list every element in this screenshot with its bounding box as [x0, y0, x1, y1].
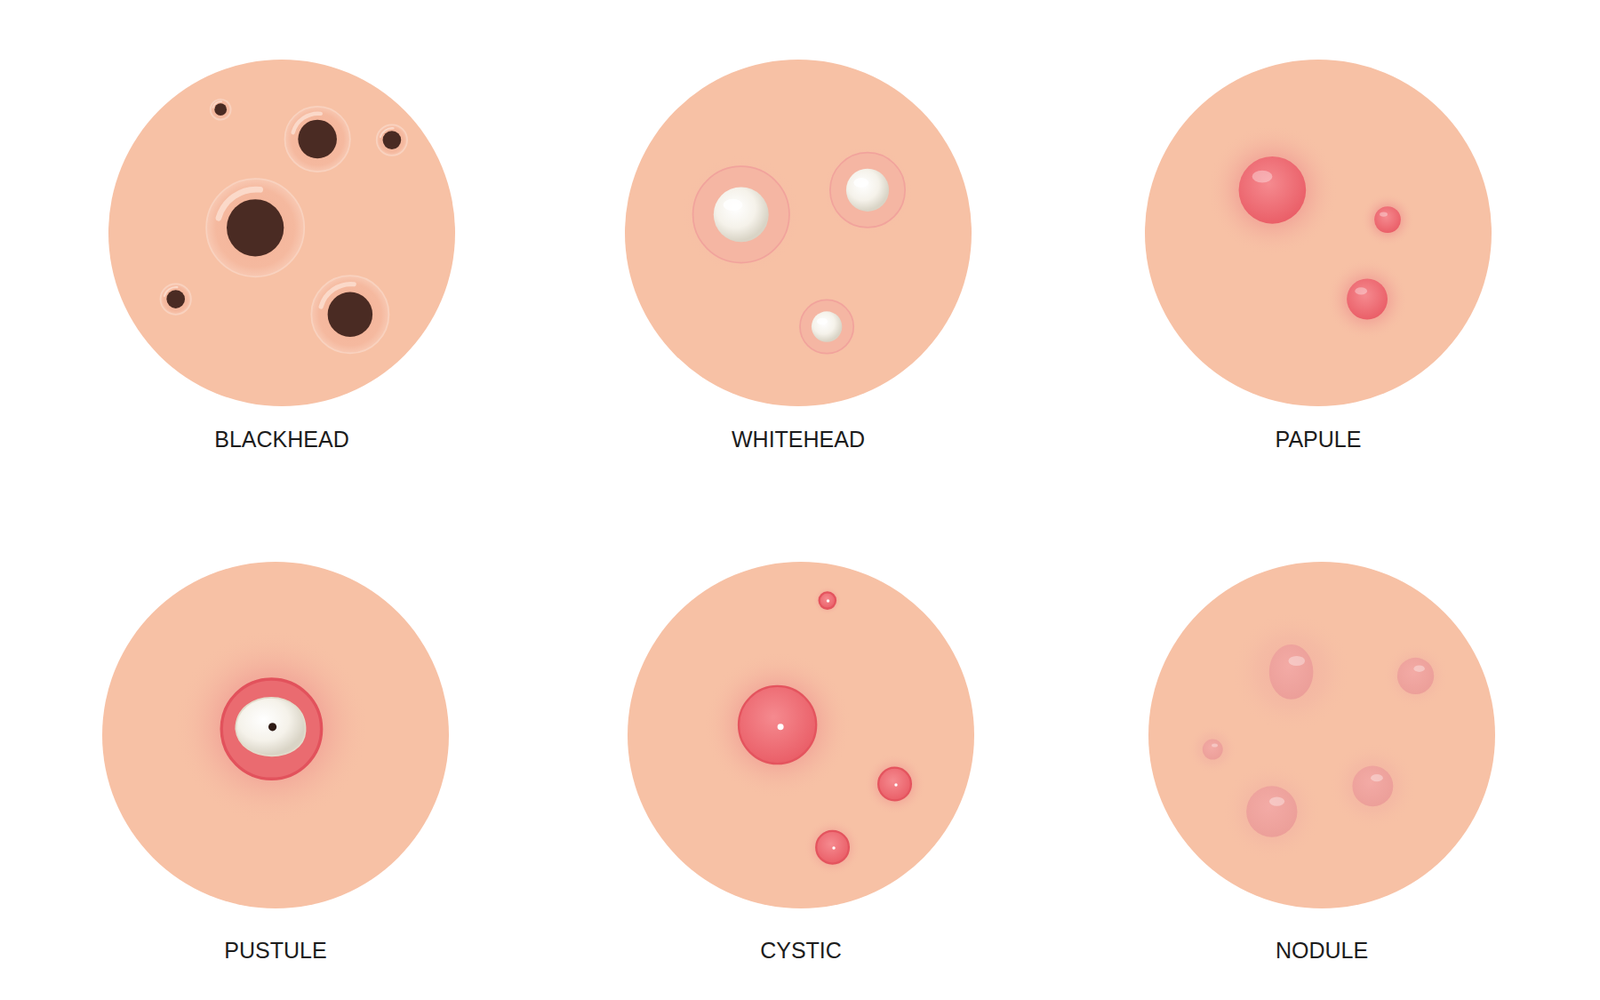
pus-head	[235, 697, 305, 756]
blackhead-dot	[328, 292, 373, 337]
halo	[803, 818, 861, 876]
halo	[813, 586, 842, 616]
pore-ring	[210, 99, 232, 120]
bump	[830, 152, 905, 228]
papule-bump	[1346, 279, 1388, 320]
cyst-pore	[826, 599, 830, 602]
nodule-bump	[1397, 657, 1434, 695]
blackhead-dot	[383, 130, 402, 150]
halo	[1207, 124, 1338, 256]
cyst-bump	[816, 831, 849, 864]
acne-type-panel: BLACKHEAD	[99, 59, 464, 456]
skin-illustration	[108, 59, 456, 407]
halo	[1188, 725, 1238, 775]
papule-bump	[1374, 206, 1401, 233]
skin-disc	[627, 561, 975, 909]
cyst-bump	[819, 592, 836, 608]
highlight	[1252, 170, 1273, 184]
acne-type-panel: PUSTULE	[93, 561, 458, 968]
skin-disc	[1148, 561, 1496, 909]
halo	[1360, 192, 1415, 247]
halo	[174, 630, 368, 824]
skin-illustration	[1144, 59, 1492, 407]
pore-ring	[284, 106, 350, 172]
acne-type-panel: CYSTIC	[618, 561, 984, 968]
highlight	[1413, 664, 1424, 672]
skin-disc	[1144, 59, 1492, 407]
nodule-bump	[1352, 765, 1393, 807]
skin-illustration	[627, 561, 975, 909]
halo	[704, 651, 851, 799]
halo	[823, 144, 913, 235]
blemish-group	[174, 630, 368, 824]
highlight	[816, 318, 828, 326]
skin-disc	[108, 59, 456, 407]
highlight	[1288, 656, 1305, 666]
pore-dot	[268, 722, 277, 731]
skin-disc	[624, 59, 972, 407]
blemish-group	[704, 586, 926, 877]
skin-illustration	[1148, 561, 1496, 909]
skin-disc	[102, 561, 449, 909]
pore-ring	[206, 178, 304, 277]
type-label: BLACKHEAD	[99, 425, 464, 453]
blemish-group	[1188, 612, 1449, 861]
skin-illustration	[624, 59, 972, 407]
cyst-bump	[878, 768, 912, 801]
inflamed-ring	[221, 679, 321, 779]
pore-ring	[160, 283, 192, 314]
white-head	[846, 168, 889, 212]
halo	[1383, 643, 1448, 709]
acne-type-panel: PAPULE	[1136, 59, 1501, 456]
highlight	[723, 199, 744, 212]
highlight	[853, 177, 869, 188]
bump	[800, 299, 854, 353]
cyst-pore	[894, 783, 897, 786]
cyst-pore	[832, 846, 835, 849]
pore-ring	[311, 275, 389, 353]
blemish-group	[160, 99, 408, 354]
acne-type-panel: NODULE	[1139, 561, 1504, 968]
bump	[693, 166, 790, 263]
blemish-group	[681, 144, 912, 358]
blackhead-dot	[226, 199, 284, 256]
halo	[1329, 743, 1416, 829]
type-label: NODULE	[1139, 936, 1504, 964]
halo	[864, 753, 926, 816]
highlight	[1211, 743, 1218, 747]
pore-ring	[376, 124, 408, 155]
type-label: PUSTULE	[93, 936, 458, 964]
halo	[681, 155, 800, 274]
blackhead-dot	[166, 289, 185, 309]
blackhead-dot	[214, 103, 227, 116]
nodule-bump	[1202, 739, 1224, 760]
highlight	[1370, 774, 1384, 782]
nodule-bump	[1246, 785, 1297, 837]
white-head	[811, 311, 842, 342]
white-head	[713, 186, 769, 242]
papule-bump	[1239, 156, 1307, 224]
type-label: CYSTIC	[618, 936, 984, 964]
halo	[1223, 762, 1321, 861]
halo	[796, 296, 858, 358]
type-label: PAPULE	[1136, 425, 1501, 453]
highlight	[1379, 211, 1388, 216]
type-label: WHITEHEAD	[616, 425, 981, 453]
halo	[1326, 258, 1408, 341]
blemish-group	[1207, 124, 1415, 340]
nodule-bump	[1269, 644, 1314, 700]
highlight	[1354, 287, 1368, 295]
highlight	[1269, 796, 1285, 806]
blackhead-dot	[297, 120, 337, 160]
cyst-bump	[738, 686, 816, 764]
acne-type-panel: WHITEHEAD	[616, 59, 981, 456]
halo	[1232, 612, 1351, 731]
cyst-pore	[777, 723, 784, 730]
skin-illustration	[102, 561, 449, 909]
